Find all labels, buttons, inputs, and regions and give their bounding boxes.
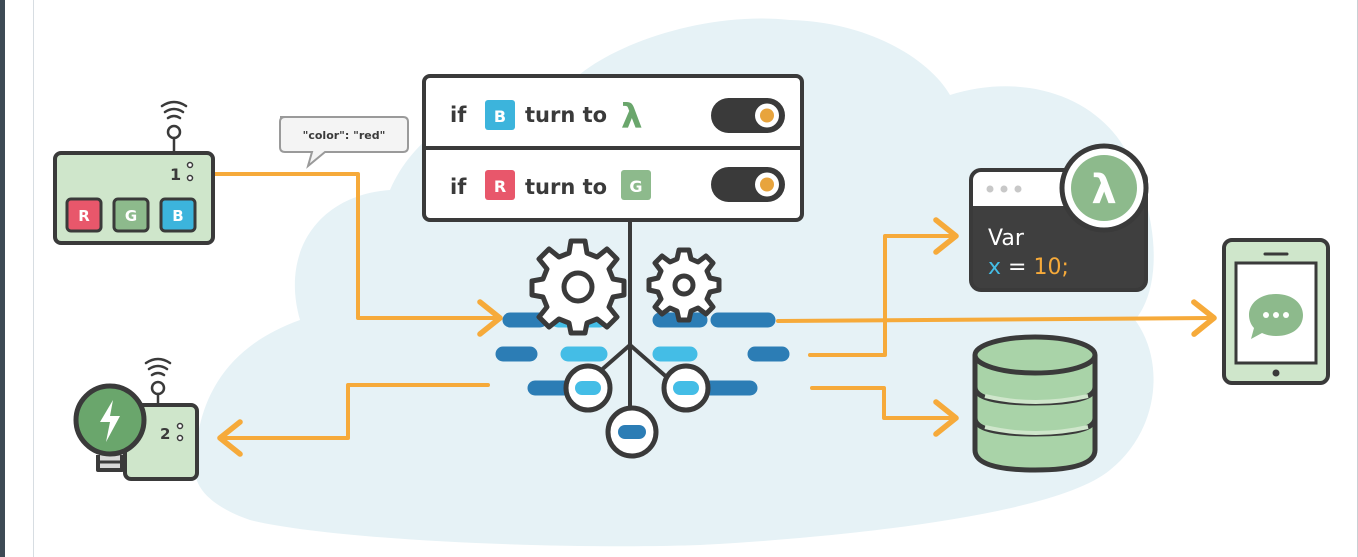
rule-2-action: turn to (525, 175, 607, 199)
arrow-engine-to-tablet (776, 299, 1217, 337)
rule-row-2: if R turn to G (450, 167, 785, 202)
lambda-icon: λ (1091, 167, 1116, 213)
callout-text: "color": "red" (303, 129, 386, 142)
data-flow-arrows (212, 172, 1217, 457)
rules-engine (495, 238, 790, 459)
code-line-2: x = 10; (988, 255, 1069, 280)
arrow-device1-to-engine (212, 172, 503, 337)
arrow-engine-to-lambda (808, 217, 959, 357)
green-button (112, 197, 150, 233)
rules-panel: if B turn to λ if R turn to G (422, 74, 804, 345)
frame-margin-rule (33, 0, 34, 557)
code-value: 10; (1033, 255, 1068, 280)
arrow-engine-to-database (810, 386, 959, 437)
green-button-label: G (125, 207, 137, 225)
rule-2-output: G (629, 177, 642, 196)
json-callout: "color": "red" (279, 116, 409, 169)
red-button (65, 197, 103, 233)
code-equals: = (1001, 255, 1033, 280)
rule-1-action: turn to (525, 103, 607, 127)
gear-icon (529, 238, 627, 336)
code-line-1: Var (988, 226, 1025, 251)
device-1-number: 1 (170, 165, 181, 184)
chat-bubble-icon (1249, 294, 1303, 339)
rule-row-1: if B turn to λ (450, 97, 785, 137)
device-2-number: 2 (160, 425, 170, 443)
gear-icon (646, 247, 722, 323)
frame-left-border (0, 0, 5, 557)
wifi-icon (144, 357, 172, 407)
lightning-bolt-icon (100, 400, 120, 442)
device-1-remote: 1 R G B (53, 100, 215, 245)
red-button-label: R (78, 207, 90, 225)
rule-2-toggle[interactable] (711, 167, 785, 202)
lambda-code-panel: Var x = 10; λ (969, 143, 1149, 292)
database-icon (972, 334, 1098, 473)
wifi-icon (160, 100, 188, 155)
engine-nodes (563, 363, 711, 459)
rule-2-if: if (450, 175, 467, 199)
rule-1-input: B (494, 107, 506, 126)
lightbulb-icon (73, 383, 147, 472)
arrow-engine-to-device2 (217, 383, 490, 457)
tablet-icon (1222, 238, 1330, 385)
rule-2-input: R (494, 177, 506, 196)
device-2-lightbulb: 2 (73, 357, 199, 481)
code-var-name: x (988, 255, 1001, 280)
blue-button-label: B (172, 207, 183, 225)
rule-1-if: if (450, 103, 467, 127)
rule-1-toggle[interactable] (711, 98, 785, 133)
blue-button (159, 197, 197, 233)
lambda-icon: λ (621, 97, 643, 137)
